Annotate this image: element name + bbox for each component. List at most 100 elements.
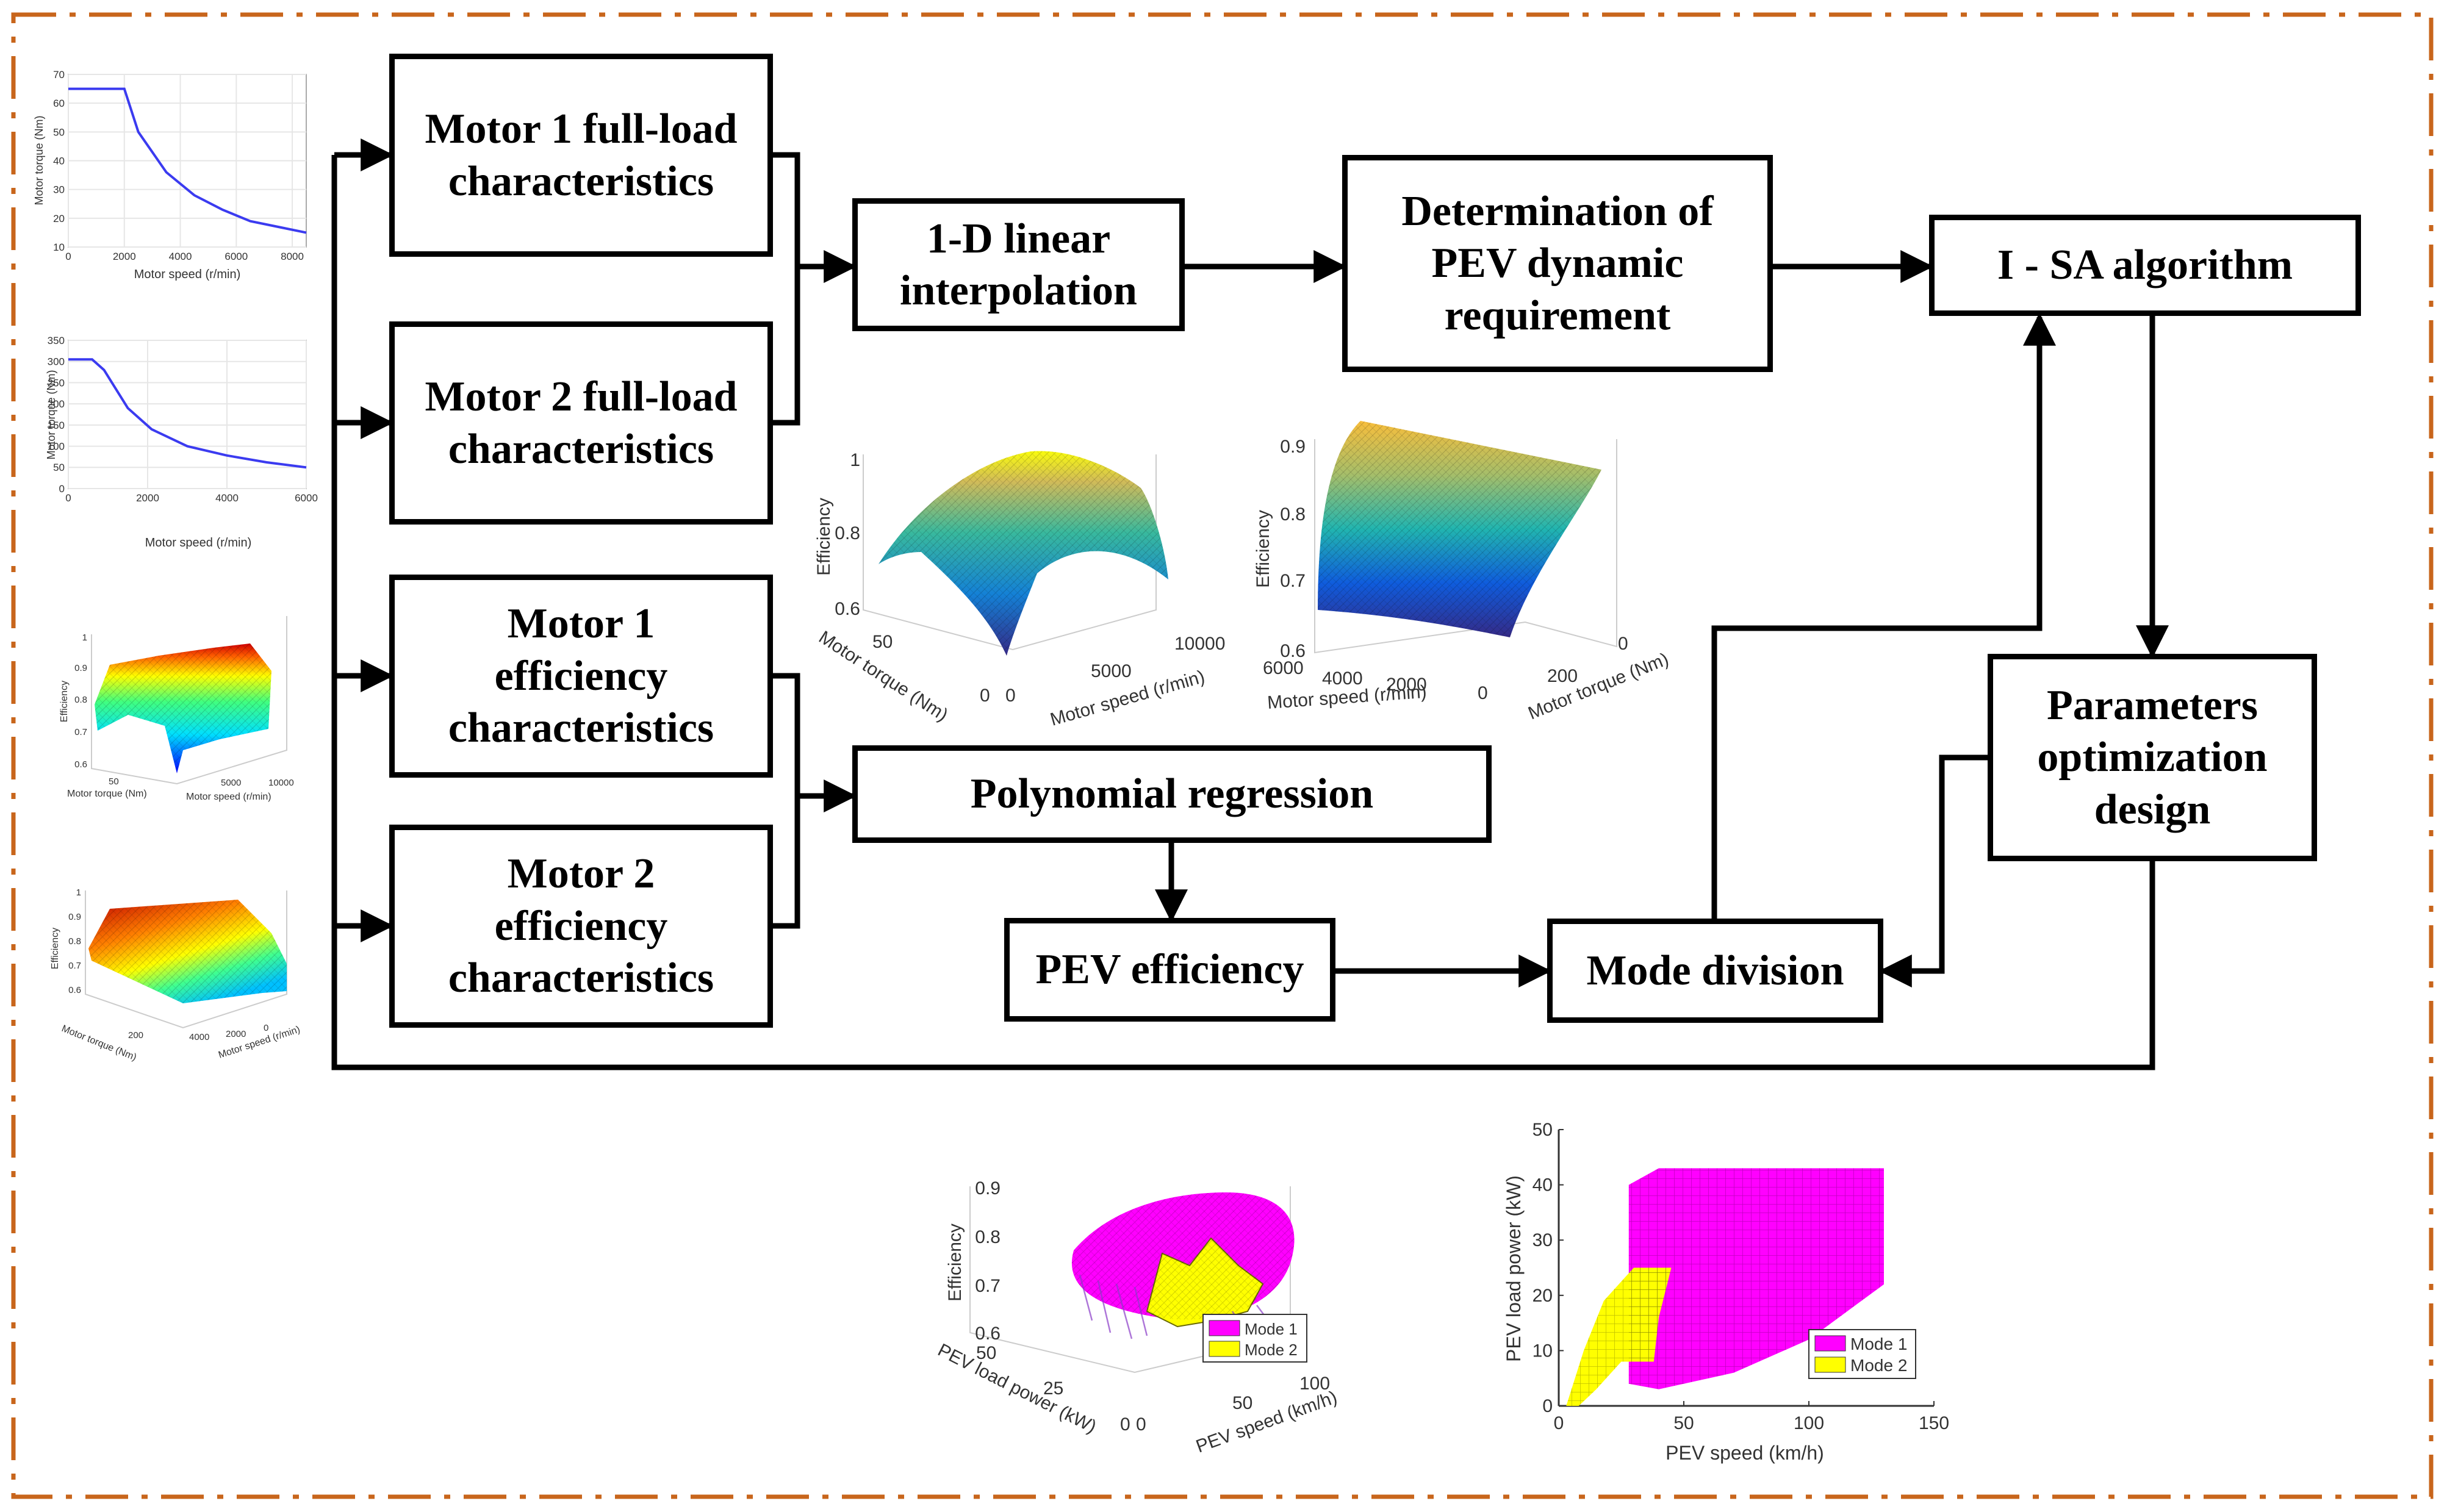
- plot-grid: [68, 340, 307, 489]
- efficiency-surface-1: Efficiency 1 0.8 0.6 50 0 0 5000 10000 M…: [814, 450, 1225, 730]
- z-tick: 0.8: [74, 695, 87, 705]
- y-tick-label: 60: [53, 98, 65, 109]
- parameters-design-box: Parameters optimization design: [1988, 654, 2317, 861]
- x-tick: 50: [976, 1343, 996, 1363]
- torque-curve-line: [68, 358, 307, 469]
- y-tick-label: 100: [48, 441, 65, 453]
- legend-label-mode2: Mode 2: [1850, 1356, 1907, 1375]
- x-tick-label: 2000: [113, 251, 136, 262]
- z-tick: 0.7: [1280, 571, 1306, 591]
- legend-label-mode2: Mode 2: [1245, 1341, 1298, 1359]
- y-tick-label: 70: [53, 69, 65, 81]
- small-efficiency-surface-2: Efficiency 1 0.9 0.8 0.7 0.6 200 4000 20…: [50, 887, 301, 1063]
- x-axis-label: Motor speed (r/min): [134, 268, 241, 281]
- y-axis-label: Motor torque (Nm): [45, 370, 57, 459]
- surface-mesh: [879, 451, 1168, 656]
- pev-efficiency-box: PEV efficiency: [1004, 918, 1335, 1022]
- legend-swatch-mode1: [1814, 1335, 1846, 1352]
- parameters-design-label: Parameters optimization design: [2037, 681, 2268, 833]
- x-tick: 25: [1043, 1378, 1063, 1399]
- z-tick: 0.7: [975, 1276, 1001, 1296]
- y-tick: 4000: [189, 1032, 209, 1042]
- z-tick: 0.9: [975, 1178, 1001, 1198]
- x-tick-label: 100: [1794, 1413, 1824, 1433]
- y-tick-label: 0: [1542, 1396, 1553, 1416]
- y-tick-label: 150: [48, 420, 65, 431]
- motor1-fullload-box: Motor 1 full-load characteristics: [389, 54, 773, 257]
- x-tick-label: 150: [1919, 1413, 1949, 1433]
- motor1-efficiency-label: Motor 1 efficiency characteristics: [448, 600, 714, 752]
- z-tick: 1: [850, 450, 860, 470]
- x-tick: 200: [128, 1030, 143, 1041]
- y-axis-label: PEV speed (km/h): [1193, 1387, 1340, 1456]
- mode2-region-grid: [1566, 1267, 1672, 1406]
- legend-label-mode1: Mode 1: [1850, 1335, 1907, 1353]
- x-axis-label: PEV speed (km/h): [1665, 1442, 1824, 1464]
- x-axis-label: Motor torque (Nm): [67, 789, 147, 799]
- legend-swatch-mode2: [1814, 1356, 1846, 1373]
- x-tick-label: 4000: [215, 492, 239, 504]
- x-axis-label: Motor speed (r/min): [145, 536, 252, 550]
- z-tick: 0.7: [74, 727, 87, 737]
- pev-efficiency-label: PEV efficiency: [1035, 946, 1304, 994]
- y-tick: 5000: [221, 778, 241, 788]
- x-tick: 0: [1478, 683, 1488, 703]
- z-tick: 1: [82, 632, 87, 643]
- isa-algorithm-box: I - SA algorithm: [1929, 215, 2361, 316]
- small-efficiency-surface-1: Efficiency 1 0.9 0.8 0.7 0.6 50 5000 100…: [59, 616, 294, 802]
- y-tick-label: 30: [1533, 1230, 1553, 1250]
- z-axis-label: Efficiency: [50, 928, 60, 969]
- connectors: [331, 138, 2169, 1070]
- arrow-mode-division-to-isa: [1711, 312, 2056, 919]
- legend-swatch-mode1: [1209, 1320, 1240, 1336]
- surface-mesh: [1071, 1192, 1295, 1320]
- x-tick-label: 0: [65, 492, 71, 504]
- join-efficiency-lines: [773, 673, 800, 929]
- y-tick: 0: [1618, 634, 1628, 654]
- x-tick-label: 50: [1673, 1413, 1694, 1433]
- feedback-loop-line: [331, 155, 2155, 1070]
- motor2-fullload-label: Motor 2 full-load characteristics: [425, 373, 738, 473]
- z-tick: 0.6: [1280, 641, 1306, 661]
- motor1-efficiency-box: Motor 1 efficiency characteristics: [389, 575, 773, 778]
- polynomial-regression-box: Polynomial regression: [852, 745, 1492, 843]
- outer-frame: [11, 12, 2434, 1499]
- isa-algorithm-label: I - SA algorithm: [1997, 242, 2293, 289]
- y-tick-label: 50: [1533, 1120, 1553, 1140]
- x-tick-label: 6000: [295, 492, 318, 504]
- legend: Mode 1 Mode 2: [1202, 1314, 1307, 1363]
- y-tick: 5000: [1091, 661, 1132, 681]
- motor1-fullload-label: Motor 1 full-load characteristics: [425, 106, 738, 205]
- x-tick-label: 2000: [136, 492, 159, 504]
- legend: Mode 1 Mode 2: [1808, 1329, 1916, 1379]
- mode1-region-grid: [1628, 1168, 1884, 1389]
- z-tick: 0.8: [1280, 504, 1306, 525]
- x-tick: 0: [1120, 1414, 1130, 1435]
- z-tick: 0.8: [68, 936, 81, 947]
- join-fullload-lines: [773, 152, 800, 426]
- z-tick: 0.6: [74, 759, 87, 770]
- y-tick: 200: [1547, 666, 1578, 686]
- interpolation-box: 1-D linear interpolation: [852, 198, 1185, 331]
- y-tick: 10000: [1174, 634, 1225, 654]
- y-tick: 50: [1232, 1393, 1252, 1413]
- z-tick: 0.6: [975, 1324, 1001, 1344]
- x-tick-label: 8000: [281, 251, 304, 262]
- z-tick: 1: [76, 887, 81, 898]
- y-tick-label: 10: [53, 242, 65, 253]
- y-tick-label: 30: [53, 184, 65, 196]
- y-tick: 2000: [226, 1029, 246, 1039]
- z-tick: 0.9: [1280, 437, 1306, 457]
- y-axis-label: Motor torque (Nm): [1525, 649, 1672, 723]
- x-axis-label: Motor torque (Nm): [60, 1023, 138, 1063]
- y-tick-label: 350: [48, 335, 65, 346]
- arrow-parameters-to-mode-division: [1878, 754, 1988, 987]
- z-tick: 0.7: [68, 961, 81, 971]
- x-tick-label: 0: [1554, 1413, 1564, 1433]
- y-axis-label: PEV load power (kW): [1503, 1175, 1525, 1362]
- surface-mesh: [88, 900, 287, 1003]
- x-tick-label: 6000: [225, 251, 248, 262]
